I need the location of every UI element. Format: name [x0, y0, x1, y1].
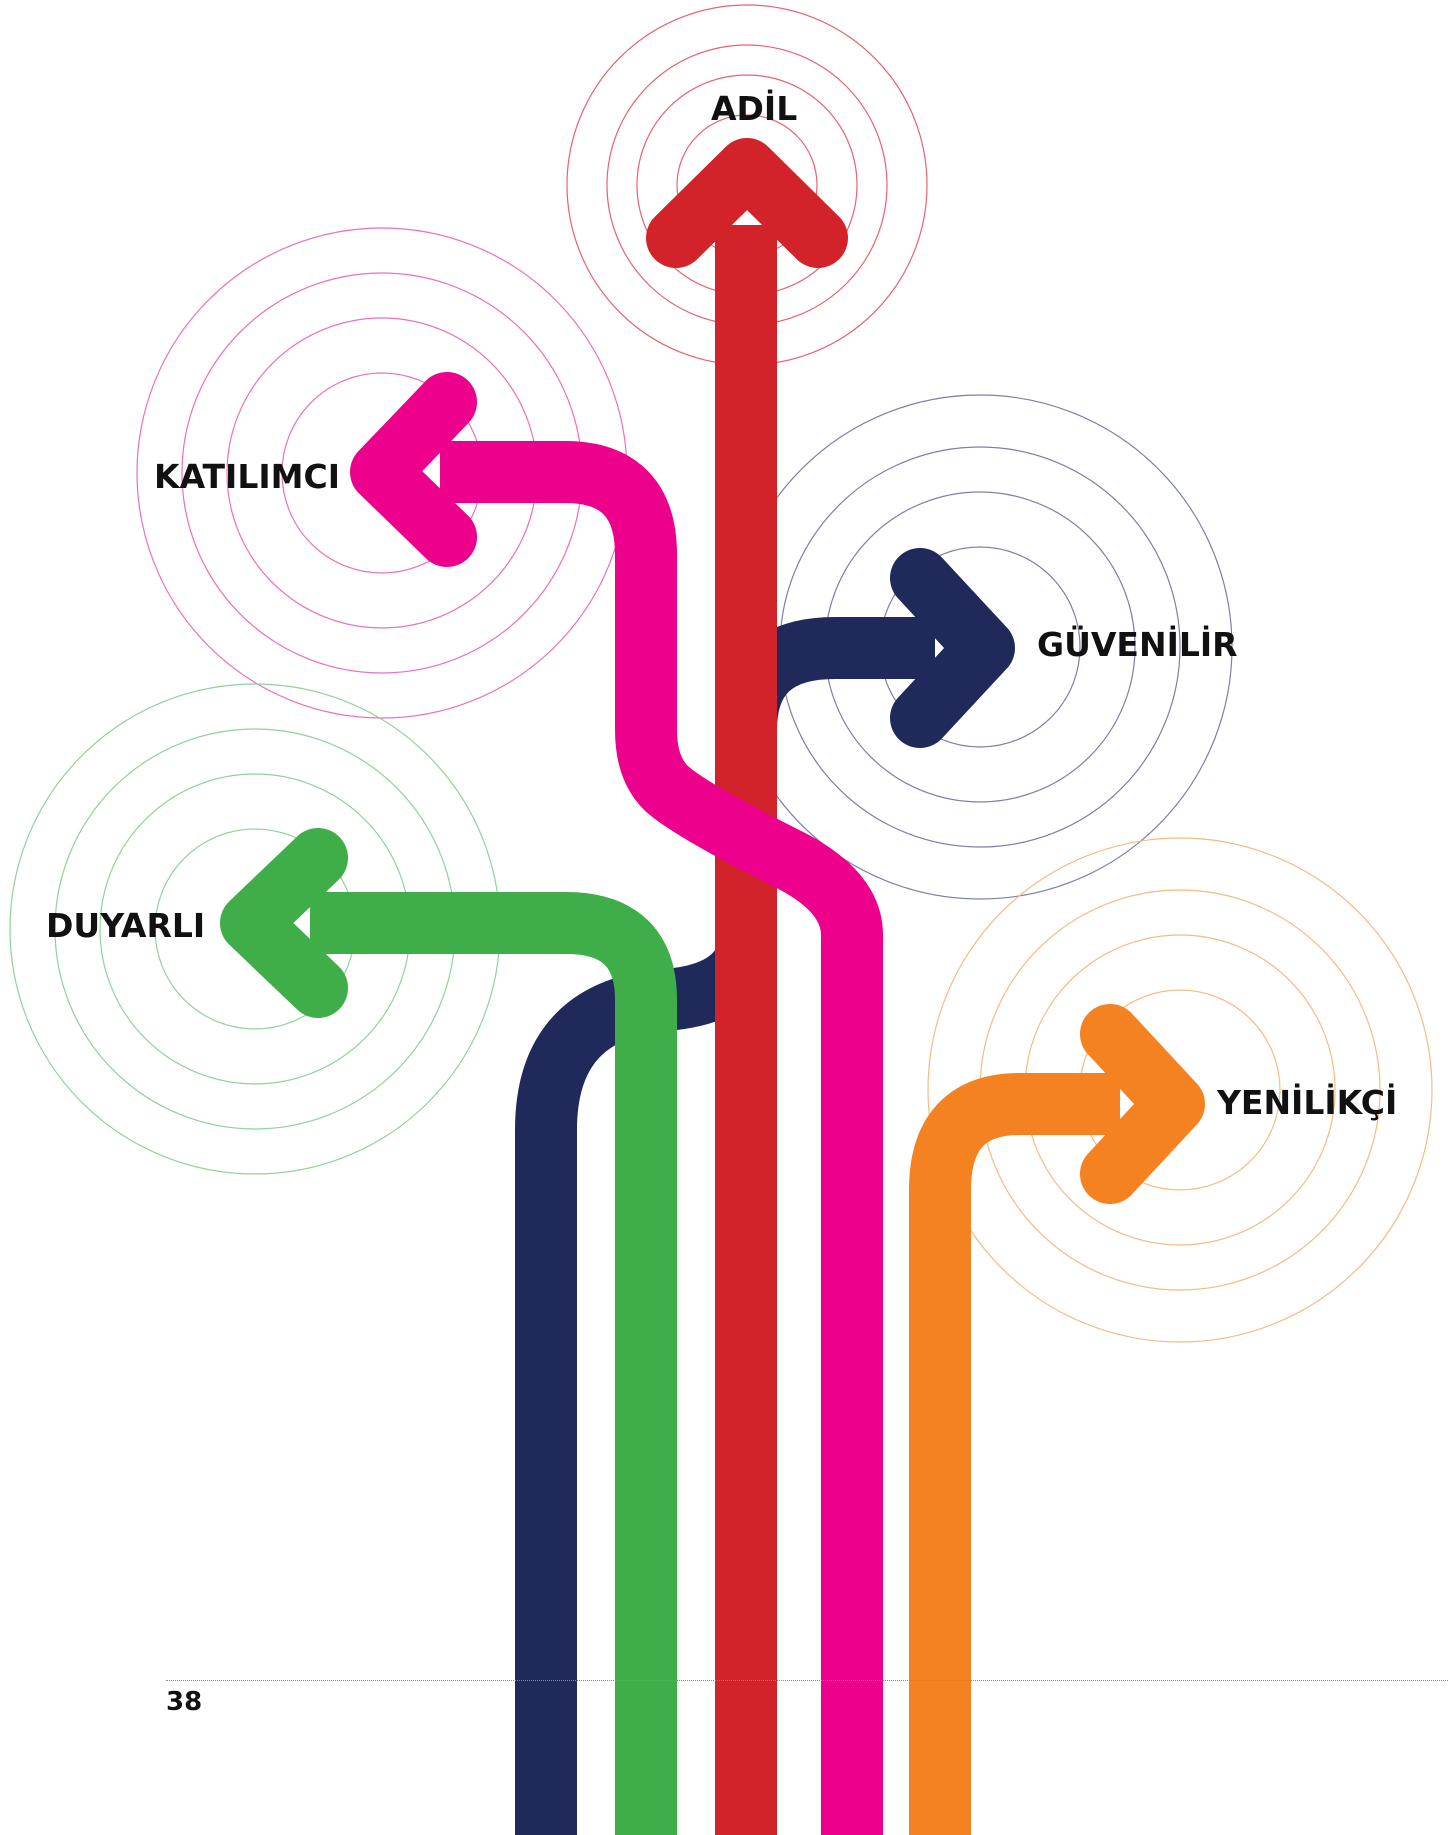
arrowhead-duyarli-icon: [220, 828, 348, 1018]
arrowhead-yenilikci-icon: [1080, 1004, 1205, 1204]
arrowhead-adil-icon: [646, 138, 848, 268]
arrowhead-guvenilir-icon: [890, 548, 1015, 748]
footer-divider: [166, 1680, 1448, 1681]
value-label-adil: ADİL: [711, 89, 798, 128]
strand-duyarli: [310, 892, 677, 1835]
value-label-yenilikci: YENİLİKÇİ: [1217, 1083, 1398, 1122]
value-label-guvenilir: GÜVENİLİR: [1037, 625, 1238, 664]
arrowhead-katilimci-icon: [350, 372, 477, 567]
strand-katilimci: [440, 441, 883, 1835]
strand-yenilikci: [909, 1073, 1120, 1835]
value-label-katilimci: KATILIMCI: [154, 457, 340, 496]
page-number: 38: [166, 1687, 203, 1717]
value-label-duyarli: DUYARLI: [46, 906, 206, 945]
